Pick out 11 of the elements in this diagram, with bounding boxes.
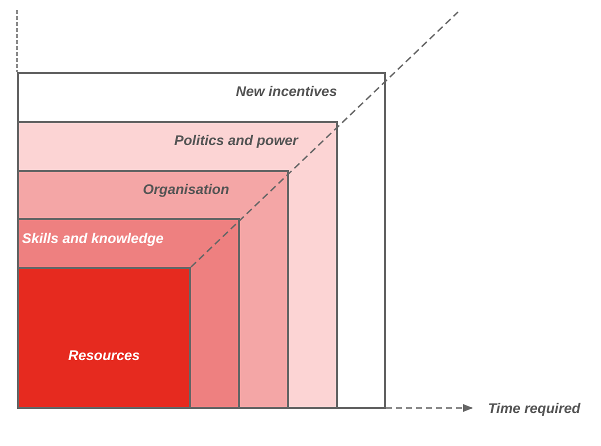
layer-box bbox=[17, 121, 338, 409]
layer-label: Resources bbox=[68, 347, 140, 364]
layer-box bbox=[17, 218, 240, 409]
layer-label: Politics and power bbox=[174, 132, 298, 149]
layer-box bbox=[17, 72, 386, 409]
layer-label: New incentives bbox=[236, 83, 337, 100]
layer-box bbox=[17, 267, 191, 409]
layer-box bbox=[17, 170, 289, 409]
layer-label: Skills and knowledge bbox=[22, 230, 164, 247]
layer-label: Organisation bbox=[142, 181, 230, 198]
axis-label: Time required bbox=[488, 400, 580, 417]
